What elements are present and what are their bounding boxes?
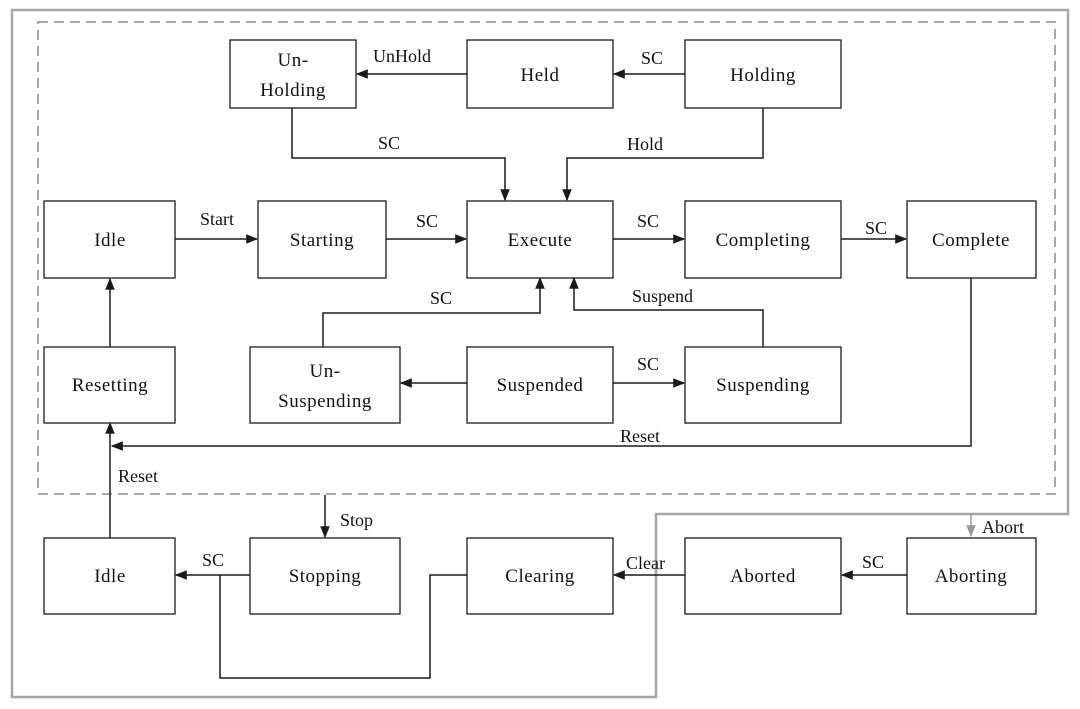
label-reset-idle: Reset xyxy=(118,466,158,486)
state-suspended: Suspended xyxy=(466,346,614,424)
state-suspending-label: Suspending xyxy=(716,375,810,396)
edge-hold xyxy=(562,108,764,202)
state-resetting: Resetting xyxy=(43,346,176,424)
state-holding-label: Holding xyxy=(730,65,796,86)
state-complete-label: Complete xyxy=(932,230,1010,251)
state-idle-bottom: Idle xyxy=(43,537,176,615)
state-execute-label: Execute xyxy=(508,230,573,251)
state-aborting-label: Aborting xyxy=(935,566,1008,587)
state-unsuspending-line1: Un- xyxy=(309,361,340,382)
state-clearing: Clearing xyxy=(466,537,614,615)
label-unholding-sc: SC xyxy=(378,133,400,153)
state-suspended-label: Suspended xyxy=(497,375,584,396)
state-idle-bottom-label: Idle xyxy=(94,566,126,587)
edge-reset-complete xyxy=(110,277,972,451)
state-suspending: Suspending xyxy=(684,346,842,424)
label-stopping-sc: SC xyxy=(202,550,224,570)
outer-frame xyxy=(10,8,1070,699)
label-abort: Abort xyxy=(982,517,1024,537)
state-aborting: Aborting xyxy=(906,537,1037,615)
label-aborting-sc: SC xyxy=(862,552,884,572)
state-complete: Complete xyxy=(906,200,1037,279)
state-aborted: Aborted xyxy=(684,537,842,615)
state-stopping-label: Stopping xyxy=(289,566,362,587)
state-held: Held xyxy=(466,39,614,109)
state-execute: Execute xyxy=(466,200,614,279)
label-starting-sc: SC xyxy=(416,211,438,231)
edge-suspend xyxy=(569,276,764,347)
state-idle-top-label: Idle xyxy=(94,230,126,251)
state-unsuspending-line2: Suspending xyxy=(278,391,372,412)
state-held-label: Held xyxy=(521,65,560,86)
label-suspending-sc: SC xyxy=(637,354,659,374)
state-completing-label: Completing xyxy=(716,230,811,251)
edge-clearing-loop xyxy=(219,574,467,679)
label-execute-sc: SC xyxy=(637,211,659,231)
edge-unsuspending-sc xyxy=(322,276,545,347)
state-completing: Completing xyxy=(684,200,842,279)
state-unholding-line1: Un- xyxy=(277,50,308,71)
state-idle-top: Idle xyxy=(43,200,176,279)
inner-dashed-frame xyxy=(37,21,1056,495)
state-resetting-label: Resetting xyxy=(72,375,148,396)
state-stopping: Stopping xyxy=(249,537,401,615)
label-clear: Clear xyxy=(626,553,665,573)
state-unsuspending: Un- Suspending xyxy=(249,346,401,424)
state-unholding: Un- Holding xyxy=(229,39,357,109)
label-unsuspending-sc: SC xyxy=(430,288,452,308)
label-hold: Hold xyxy=(627,134,663,154)
label-held-sc: SC xyxy=(641,48,663,68)
state-unholding-line2: Holding xyxy=(260,80,326,101)
label-stop: Stop xyxy=(340,510,373,530)
label-unhold: UnHold xyxy=(373,46,431,66)
state-aborted-label: Aborted xyxy=(730,566,796,587)
state-starting-label: Starting xyxy=(290,230,354,251)
label-reset-complete: Reset xyxy=(620,426,660,446)
state-clearing-label: Clearing xyxy=(505,566,574,587)
state-starting: Starting xyxy=(257,200,387,279)
state-holding: Holding xyxy=(684,39,842,109)
label-start: Start xyxy=(200,209,234,229)
label-suspend: Suspend xyxy=(632,286,693,306)
label-completing-sc: SC xyxy=(865,218,887,238)
edge-unholding-sc xyxy=(291,108,510,202)
